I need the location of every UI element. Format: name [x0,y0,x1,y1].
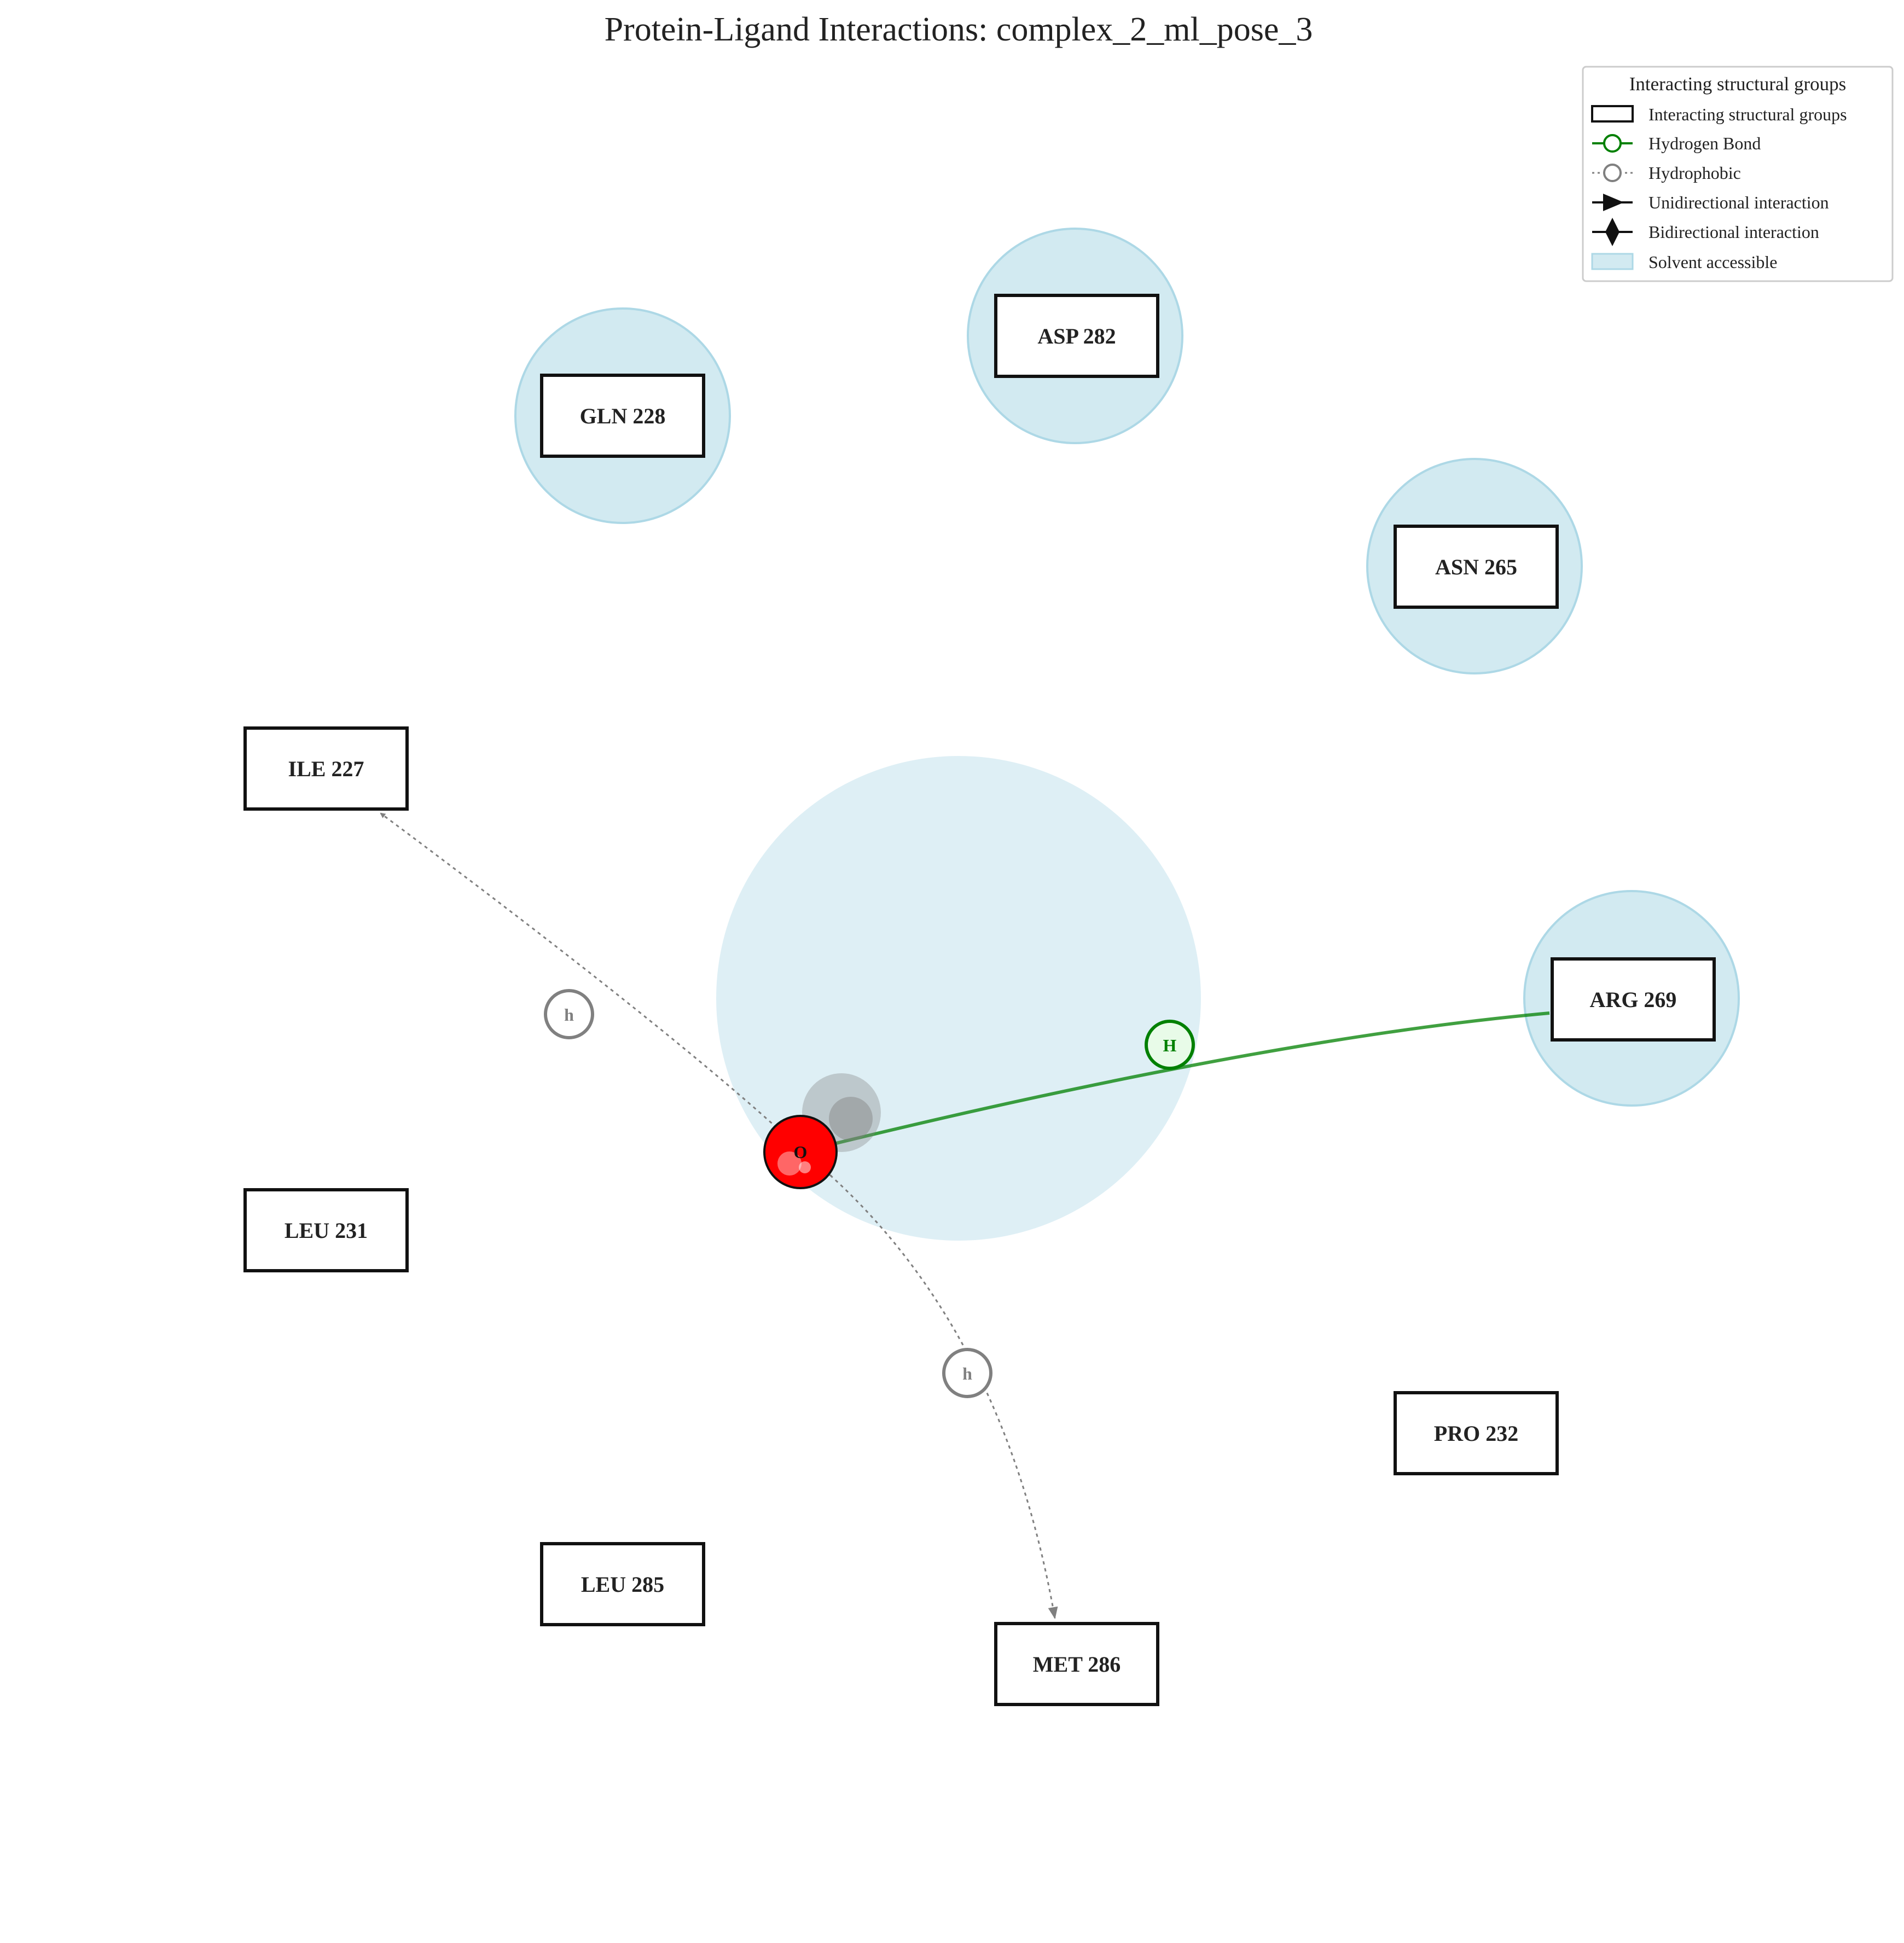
legend-title: Interacting structural groups [1629,73,1847,95]
residue-label: MET 286 [1033,1652,1121,1677]
residue-ile-227: ILE 227 [243,726,409,811]
legend-item-hbond: Hydrogen Bond [1648,133,1761,153]
residue-asn-265: ASN 265 [1394,525,1559,609]
residue-label: ASP 282 [1037,324,1116,348]
ligand-oxygen-atom [763,1115,838,1189]
residue-label: ASN 265 [1435,555,1517,579]
ligand-carbon-atom [829,1097,873,1141]
hydrophobic-marker-ile-227 [544,989,594,1039]
legend-hydrophobic-marker [1603,164,1622,182]
hydrophobic-marker-met-286 [942,1348,992,1398]
residue-pro-232: PRO 232 [1394,1391,1559,1475]
residue-gln-228: GLN 228 [540,374,705,458]
hbond-marker-arg-269 [1145,1020,1195,1070]
legend-item-bidirectional: Bidirectional interaction [1648,222,1819,242]
residue-label: LEU 231 [285,1218,368,1243]
legend-item-hydrophobic: Hydrophobic [1648,163,1741,183]
residue-met-286: MET 286 [994,1622,1159,1706]
residue-arg-269: ARG 269 [1551,957,1716,1042]
residue-leu-285: LEU 285 [540,1542,705,1626]
legend-solvent-swatch [1591,253,1634,270]
legend-item-structural-groups: Interacting structural groups [1648,104,1847,124]
hbond-marker-label-arg-269: H [1163,1036,1177,1055]
legend-frame [1582,66,1894,282]
residue-asp-282: ASP 282 [994,294,1159,378]
hydrophobic-marker-label-met-286: h [962,1364,972,1383]
residue-label: ARG 269 [1590,987,1677,1012]
residue-leu-231: LEU 231 [243,1188,409,1272]
ligand-solvent-region [716,756,1201,1241]
legend-unidirectional-arrow-icon [1603,194,1624,211]
legend-item-unidirectional: Unidirectional interaction [1648,193,1829,212]
diagram-title: Protein-Ligand Interactions: complex_2_m… [605,11,1313,48]
residue-label: LEU 285 [581,1572,664,1597]
ligand-oxygen-highlight [777,1151,802,1176]
hydrophobic-line-ile-227 [380,812,804,1153]
legend: Interacting structural groups Interactin… [1582,66,1894,282]
legend-bidirectional-diamond-icon [1605,218,1619,246]
residue-label: GLN 228 [580,404,666,428]
residue-label: ILE 227 [288,757,364,781]
legend-box-swatch [1591,105,1634,123]
legend-hbond-marker [1603,134,1622,153]
ligand-atom-label: O [794,1142,808,1162]
hbond-line-arg-269 [806,1011,1550,1153]
legend-item-solvent: Solvent accessible [1648,252,1777,272]
hydrophobic-marker-label-ile-227: h [564,1005,574,1025]
ligand-oxygen-highlight-small [799,1161,811,1173]
residue-label: PRO 232 [1434,1421,1518,1446]
